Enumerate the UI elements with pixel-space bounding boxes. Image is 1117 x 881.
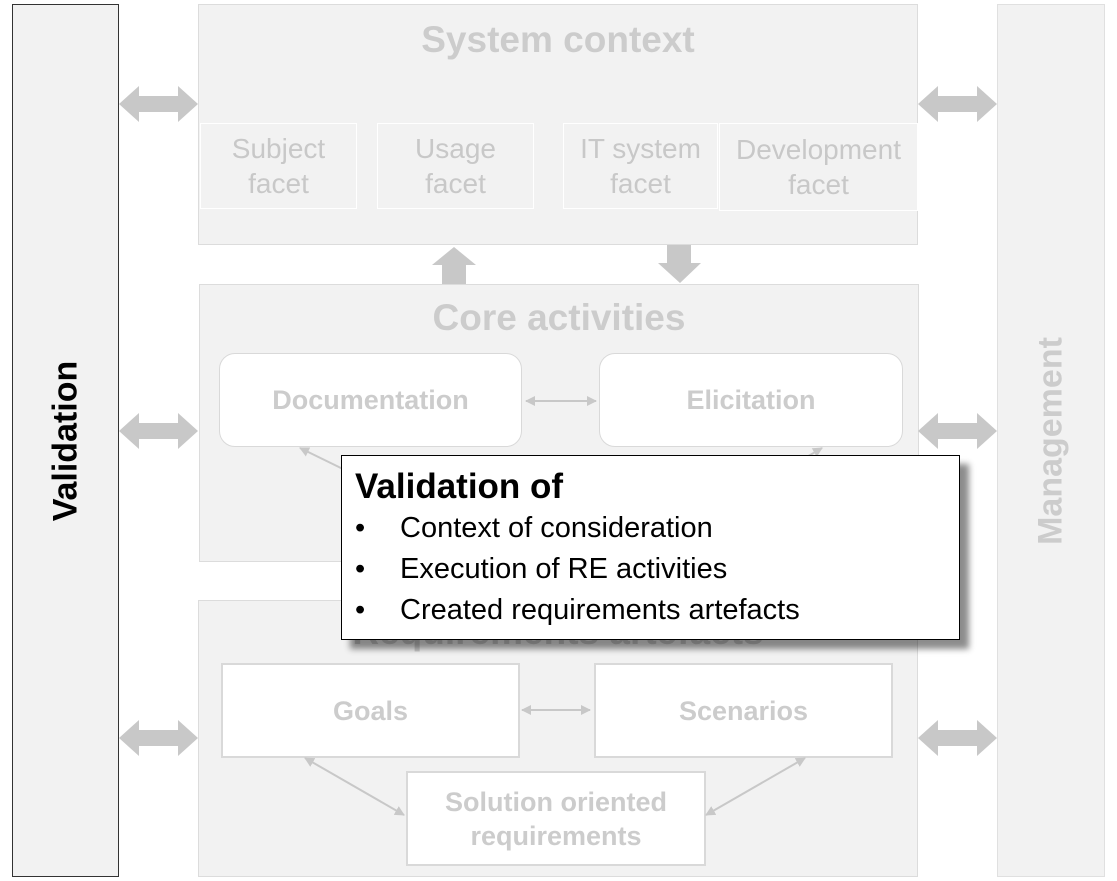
documentation-box: Documentation [219,353,522,447]
solution-label-line2: requirements [470,820,642,851]
up-arrow [432,247,476,284]
callout-item: • Execution of RE activities [355,549,959,590]
usage-facet: Usage facet [377,123,534,209]
management-bar: Management [997,4,1105,877]
development-facet: Development facet [719,123,918,211]
scenarios-box: Scenarios [594,663,893,758]
goals-box: Goals [221,663,520,758]
bullet: • [355,594,366,626]
subject-facet: Subject facet [200,123,357,209]
goals-solution-connector [304,757,405,816]
it-system-facet-line1: IT system [580,133,701,164]
right-double-arrow-bottom [918,720,997,756]
scenarios-label: Scenarios [678,695,809,726]
right-double-arrow-top [918,86,997,122]
validation-callout: Validation of • Context of consideration … [341,455,960,640]
callout-item: • Created requirements artefacts [355,590,959,631]
core-activities-title: Core activities [432,297,686,338]
subject-facet-line1: Subject [231,133,326,164]
usage-facet-line1: Usage [415,133,496,164]
left-double-arrow-top [119,86,198,122]
bullet: • [355,512,366,544]
development-facet-line1: Development [736,134,901,165]
callout-item-text: Context of consideration [400,512,713,544]
system-context-title: System context [421,19,695,60]
system-context-panel: System context Subject facet Usage facet I… [198,4,918,245]
callout-item-text: Created requirements artefacts [400,594,800,626]
elicitation-label: Elicitation [686,385,816,415]
down-arrow [658,245,701,283]
documentation-label: Documentation [272,385,469,415]
requirements-artefacts-panel: Requirements artefacts Goals Scenarios S… [198,600,918,877]
callout-list: • Context of consideration • Execution of … [355,508,959,631]
elicitation-box: Elicitation [599,353,903,447]
callout-item-text: Execution of RE activities [400,553,728,585]
it-system-facet: IT system facet [563,123,718,209]
right-double-arrow-middle [918,413,997,449]
usage-facet-line2: facet [425,168,486,199]
left-double-arrow-middle [119,413,198,449]
it-system-facet-line2: facet [610,168,671,199]
left-double-arrow-bottom [119,720,198,756]
bullet: • [355,553,366,585]
callout-item: • Context of consideration [355,508,959,549]
callout-title: Validation of [355,467,564,506]
validation-bar: Validation [12,4,119,877]
scenarios-solution-connector [705,757,806,816]
development-facet-line2: facet [788,169,849,200]
documentation-down-connector [299,447,346,471]
subject-facet-line2: facet [248,168,309,199]
goals-label: Goals [332,695,409,726]
solution-label-line1: Solution oriented [445,786,667,817]
